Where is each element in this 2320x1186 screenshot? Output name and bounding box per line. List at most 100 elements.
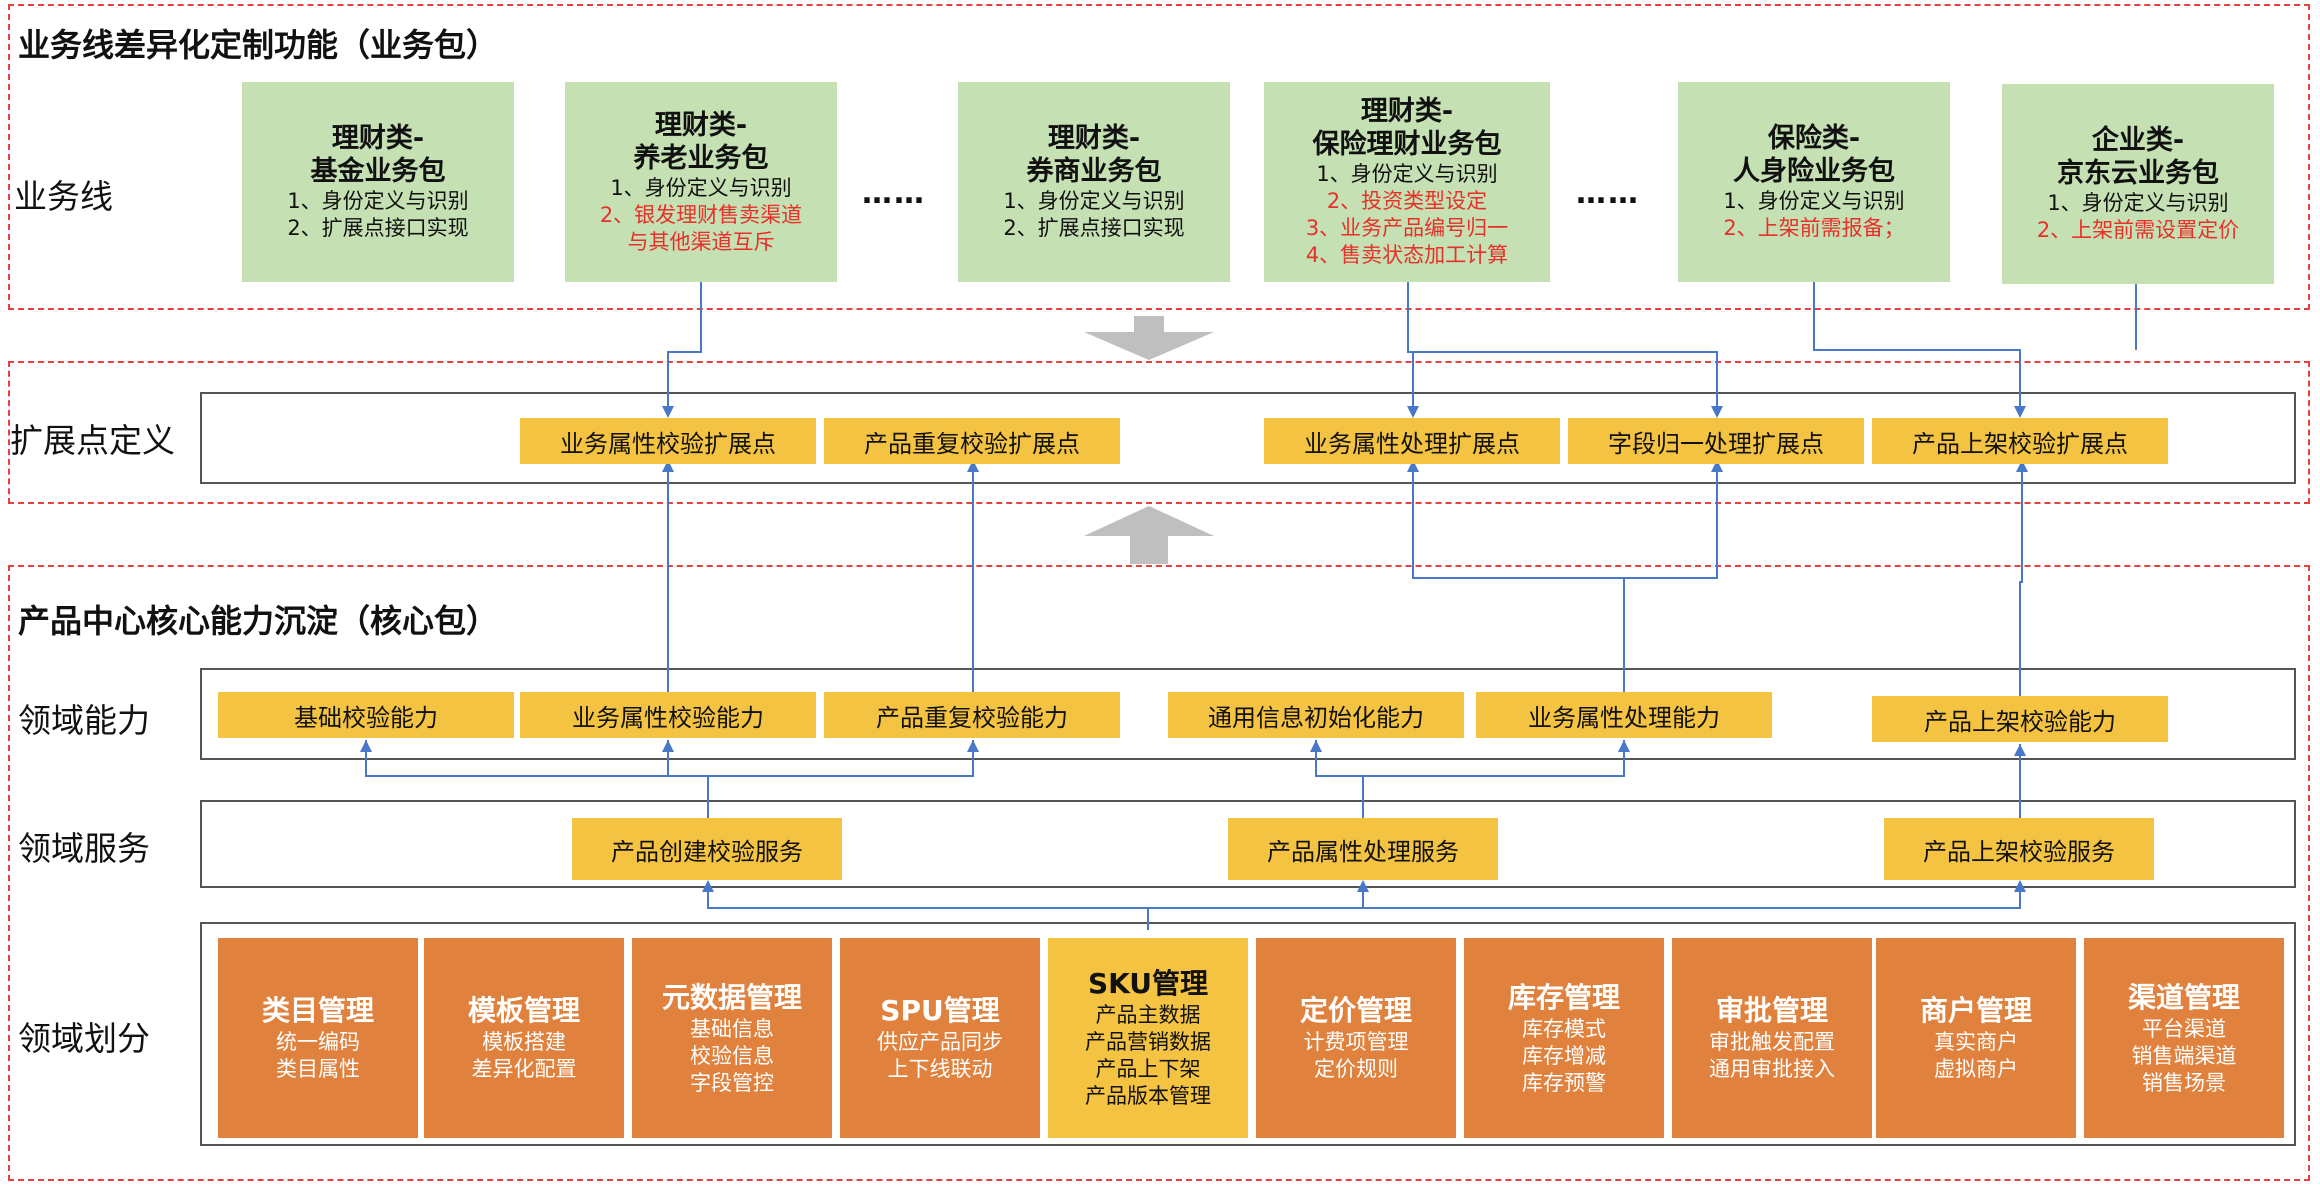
package-broker: 理财类- 券商业务包 1、身份定义与识别 2、扩展点接口实现 xyxy=(958,82,1230,282)
down-arrow-stem xyxy=(1134,316,1164,334)
ext-field-normalize: 字段归一处理扩展点 xyxy=(1568,418,1864,464)
package-line: 2、扩展点接口实现 xyxy=(1003,216,1185,240)
domain-title: 模板管理 xyxy=(467,994,580,1027)
domain-title: 元数据管理 xyxy=(661,980,802,1014)
arrowhead xyxy=(1618,740,1630,752)
package-line: 1、身份定义与识别 xyxy=(1316,162,1498,186)
domain-category: 类目管理 统一编码 类目属性 xyxy=(218,938,418,1138)
domain-metadata: 元数据管理 基础信息 校验信息 字段管控 xyxy=(632,938,832,1138)
package-line: 1、身份定义与识别 xyxy=(610,175,792,200)
domain-line: 销售场景 xyxy=(2142,1070,2226,1095)
business-section-title: 业务线差异化定制功能（业务包） xyxy=(18,26,499,64)
domain-line: 校验信息 xyxy=(690,1043,774,1068)
link-life-to-ext5 xyxy=(1813,282,2021,408)
package-life-insurance: 保险类- 人身险业务包 1、身份定义与识别 2、上架前需报备； xyxy=(1678,82,1950,282)
link-svc2-to-cap5 xyxy=(1363,740,1625,777)
row-label-domain-division: 领域划分 xyxy=(18,1019,150,1058)
arrowhead xyxy=(2014,744,2026,756)
package-title: 理财类- xyxy=(331,123,425,154)
business-package-section xyxy=(8,4,2310,310)
domain-pricing: 定价管理 计费项管理 定价规则 xyxy=(1256,938,1456,1138)
ellipsis-2: …… xyxy=(1576,176,1640,211)
domain-sku: SKU管理 产品主数据 产品营销数据 产品上下架 产品版本管理 xyxy=(1048,938,1248,1138)
arrowhead xyxy=(2014,880,2026,892)
package-title: 京东云业务包 xyxy=(2057,158,2219,189)
arrowhead xyxy=(1711,406,1723,418)
package-line: 1、身份定义与识别 xyxy=(1723,189,1905,213)
domain-line: 审批触发配置 xyxy=(1709,1030,1835,1054)
package-insurance-wealth: 理财类- 保险理财业务包 1、身份定义与识别 2、投资类型设定 3、业务产品编号… xyxy=(1264,82,1550,282)
package-title: 理财类- xyxy=(1360,96,1454,127)
link-svc1-to-caps xyxy=(365,740,709,818)
domain-line: 销售端渠道 xyxy=(2131,1043,2237,1068)
arrowhead xyxy=(1407,460,1419,472)
core-section-title: 产品中心核心能力沉淀（核心包） xyxy=(18,602,499,640)
domain-spu: SPU管理 供应产品同步 上下线联动 xyxy=(840,938,1040,1138)
package-line: 1、身份定义与识别 xyxy=(2047,191,2229,215)
ext-product-duplicate-check: 产品重复校验扩展点 xyxy=(824,418,1120,464)
link-sku-to-svc3 xyxy=(1363,882,2021,909)
up-arrow-stem xyxy=(1130,534,1168,564)
cap-product-duplicate-check: 产品重复校验能力 xyxy=(824,692,1120,738)
domain-title: 类目管理 xyxy=(261,994,374,1027)
domain-line: 库存预警 xyxy=(1522,1070,1606,1095)
row-label-domain-capability: 领域能力 xyxy=(18,701,150,740)
package-title: 理财类- xyxy=(1047,123,1141,154)
ext-business-attr-process: 业务属性处理扩展点 xyxy=(1264,418,1560,464)
link-cap5-to-ext4 xyxy=(1624,470,1718,579)
extension-point-section xyxy=(8,361,2310,504)
package-title: 保险类- xyxy=(1767,123,1861,154)
row-label-business-line: 业务线 xyxy=(14,177,113,216)
arrowhead xyxy=(2016,460,2028,472)
package-title: 养老业务包 xyxy=(633,142,769,174)
package-line: 2、扩展点接口实现 xyxy=(287,216,469,240)
svc-product-create-check: 产品创建校验服务 xyxy=(572,818,842,880)
cap-basic-validate: 基础校验能力 xyxy=(218,692,514,738)
package-line-highlight: 3、业务产品编号归一 xyxy=(1305,216,1509,240)
svc-product-listing-check: 产品上架校验服务 xyxy=(1884,818,2154,880)
arrowhead xyxy=(662,460,674,472)
ellipsis-1: …… xyxy=(862,176,926,211)
row-label-domain-service: 领域服务 xyxy=(18,829,150,868)
domain-title: 库存管理 xyxy=(1507,980,1620,1014)
link-pension-to-ext1 xyxy=(667,282,702,408)
domain-title: SKU管理 xyxy=(1087,967,1209,1000)
domain-line: 平台渠道 xyxy=(2142,1016,2226,1041)
arrowhead xyxy=(1407,406,1419,418)
cap-common-info-init: 通用信息初始化能力 xyxy=(1168,692,1464,738)
arrowhead xyxy=(967,740,979,752)
domain-line: 产品营销数据 xyxy=(1085,1030,1211,1054)
package-line-highlight: 与其他渠道互斥 xyxy=(627,229,775,254)
domain-inventory: 库存管理 库存模式 库存增减 库存预警 xyxy=(1464,938,1664,1138)
package-title: 券商业务包 xyxy=(1026,156,1162,187)
link-svc2-to-caps xyxy=(1315,740,1364,818)
package-title: 企业类- xyxy=(2091,125,2185,156)
domain-line: 字段管控 xyxy=(690,1070,774,1095)
cap-product-listing-check: 产品上架校验能力 xyxy=(1872,696,2168,742)
domain-line: 真实商户 xyxy=(1934,1030,2018,1054)
domain-line: 虚拟商户 xyxy=(1934,1057,2018,1081)
row-label-extension-def: 扩展点定义 xyxy=(10,421,175,460)
arrowhead xyxy=(702,880,714,892)
package-title: 基金业务包 xyxy=(310,156,446,187)
package-title: 人身险业务包 xyxy=(1733,156,1895,187)
cap-business-attr-validate: 业务属性校验能力 xyxy=(520,692,816,738)
domain-title: 审批管理 xyxy=(1715,994,1828,1027)
domain-line: 计费项管理 xyxy=(1303,1030,1409,1054)
domain-line: 库存增减 xyxy=(1522,1043,1606,1068)
domain-template: 模板管理 模板搭建 差异化配置 xyxy=(424,938,624,1138)
ext-business-attr-validate: 业务属性校验扩展点 xyxy=(520,418,816,464)
arrowhead xyxy=(967,460,979,472)
link-sku-to-services xyxy=(707,882,1149,930)
core-package-section xyxy=(8,565,2310,1181)
link-cap6-to-ext5 xyxy=(2019,470,2023,700)
domain-channel: 渠道管理 平台渠道 销售端渠道 销售场景 xyxy=(2084,938,2284,1138)
domain-title: 商户管理 xyxy=(1919,994,2032,1027)
package-line-highlight: 2、上架前需报备； xyxy=(1723,216,1905,240)
domain-line: 上下线联动 xyxy=(887,1057,993,1081)
domain-line: 差异化配置 xyxy=(471,1057,577,1081)
ext-product-listing-check: 产品上架校验扩展点 xyxy=(1872,418,2168,464)
package-line-highlight: 2、银发理财售卖渠道 xyxy=(599,202,803,227)
domain-line: 库存模式 xyxy=(1522,1016,1606,1041)
